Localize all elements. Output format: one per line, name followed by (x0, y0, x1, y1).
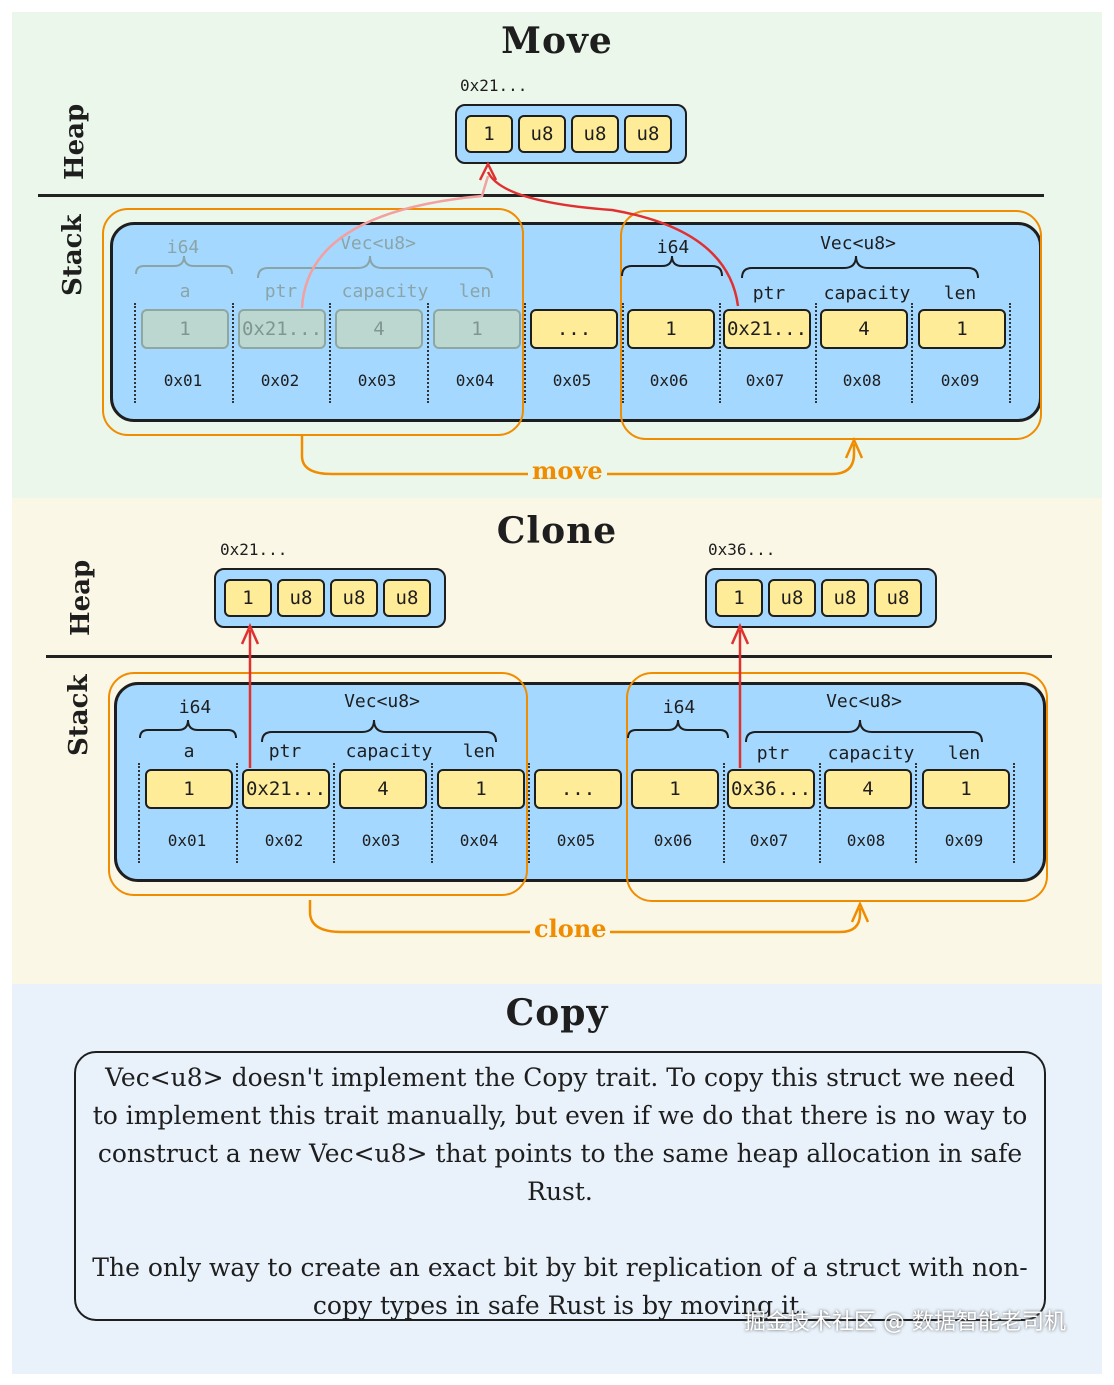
stack-cell-moved-from: 4 (335, 309, 423, 349)
field-label: capacity (823, 283, 911, 304)
address-label: 0x01 (167, 831, 207, 850)
field-label: ptr (752, 283, 786, 304)
copy-title: Copy (505, 992, 609, 1034)
heap-allocation-clone: 1 u8 u8 u8 (705, 568, 937, 628)
dest-struct-outline (626, 672, 1048, 902)
copy-paragraph-2: The only way to create an exact bit by b… (92, 1253, 1028, 1320)
stack-cell: 4 (824, 769, 912, 809)
address-label: 0x03 (357, 371, 397, 390)
heap-allocation: 1 u8 u8 u8 (214, 568, 446, 628)
heap-cell: 1 (465, 115, 513, 153)
type-i64-label: i64 (656, 237, 690, 258)
stack-cell: 1 (145, 769, 233, 809)
address-label: 0x06 (653, 831, 693, 850)
move-panel: Move Heap Stack 0x21... 1 u8 u8 u8 i64 V… (12, 12, 1102, 498)
field-label: len (947, 743, 981, 764)
address-label: 0x03 (361, 831, 401, 850)
stack-cell: 0x36... (727, 769, 815, 809)
field-label: len (943, 283, 977, 304)
type-i64-label: i64 (662, 697, 696, 718)
copy-panel: Copy Vec<u8> doesn't implement the Copy … (12, 984, 1102, 1374)
address-label: 0x07 (749, 831, 789, 850)
type-vec-label: Vec<u8> (344, 691, 420, 712)
stack-cell-moved-from: 1 (433, 309, 521, 349)
heap-cell: u8 (768, 579, 816, 617)
stack-cell: 0x21... (242, 769, 330, 809)
stack-cell: ... (534, 769, 622, 809)
type-vec-label: Vec<u8> (820, 233, 896, 254)
heap-cell: u8 (874, 579, 922, 617)
type-vec-label: Vec<u8> (826, 691, 902, 712)
heap-cell: u8 (518, 115, 566, 153)
field-label: ptr (264, 281, 298, 302)
clone-arrows (139, 622, 983, 934)
heap-cell: 1 (715, 579, 763, 617)
source-struct-outline (108, 672, 528, 896)
move-arrow-label: move (528, 456, 607, 485)
field-label: len (462, 741, 496, 762)
heap-stack-divider (46, 655, 1052, 658)
field-label: capacity (827, 743, 915, 764)
heap-address: 0x21... (220, 540, 288, 559)
heap-cell: u8 (624, 115, 672, 153)
address-label: 0x02 (264, 831, 304, 850)
type-i64-label: i64 (178, 697, 212, 718)
move-arrows (135, 161, 979, 476)
dest-struct-outline (620, 210, 1042, 440)
heap-address: 0x36... (708, 540, 776, 559)
address-label: 0x09 (940, 371, 980, 390)
stack-cell: 1 (627, 309, 715, 349)
address-label: 0x05 (556, 831, 596, 850)
address-label: 0x04 (455, 371, 495, 390)
heap-cell: u8 (383, 579, 431, 617)
stack-frame: i64 Vec<u8> a ptr capacity len 1 0x21...… (114, 682, 1046, 882)
address-label: 0x08 (842, 371, 882, 390)
field-label: ptr (268, 741, 302, 762)
stack-cell: 4 (820, 309, 908, 349)
source-struct-outline (102, 208, 524, 436)
stack-cell: 1 (918, 309, 1006, 349)
field-label: ptr (756, 743, 790, 764)
field-label: capacity (341, 281, 429, 302)
heap-cell: u8 (277, 579, 325, 617)
stack-frame: i64 Vec<u8> a ptr capacity len 1 0x21...… (110, 222, 1042, 422)
address-label: 0x02 (260, 371, 300, 390)
copy-paragraph-1: Vec<u8> doesn't implement the Copy trait… (92, 1063, 1028, 1206)
stack-cell: 1 (437, 769, 525, 809)
heap-stack-divider (38, 194, 1044, 197)
clone-panel: Clone Heap Stack 0x21... 1 u8 u8 u8 0x36… (12, 498, 1102, 984)
field-label: a (179, 281, 191, 302)
watermark: 掘金技术社区 @ 数据智能老司机 (744, 1310, 1066, 1335)
address-label: 0x05 (552, 371, 592, 390)
heap-cell: 1 (224, 579, 272, 617)
copy-explanation: Vec<u8> doesn't implement the Copy trait… (74, 1051, 1046, 1321)
stack-cell: 0x21... (723, 309, 811, 349)
field-label: capacity (345, 741, 433, 762)
clone-title: Clone (496, 510, 618, 552)
heap-cell: u8 (330, 579, 378, 617)
heap-allocation: 1 u8 u8 u8 (455, 104, 687, 164)
stack-cell: 1 (922, 769, 1010, 809)
stack-cell: 1 (631, 769, 719, 809)
address-label: 0x08 (846, 831, 886, 850)
stack-cell-moved-from: 0x21... (238, 309, 326, 349)
address-label: 0x07 (745, 371, 785, 390)
move-title: Move (501, 20, 613, 62)
stack-cell: 4 (339, 769, 427, 809)
heap-cell: u8 (571, 115, 619, 153)
clone-arrow-label: clone (530, 914, 611, 943)
field-label: len (458, 281, 492, 302)
stack-cell-moved-from: 1 (141, 309, 229, 349)
address-label: 0x09 (944, 831, 984, 850)
stack-cell: ... (530, 309, 618, 349)
address-label: 0x06 (649, 371, 689, 390)
heap-cell: u8 (821, 579, 869, 617)
field-label: a (183, 741, 195, 762)
type-vec-label: Vec<u8> (340, 233, 416, 254)
heap-address: 0x21... (460, 76, 528, 95)
type-i64-label: i64 (166, 237, 200, 258)
address-label: 0x01 (163, 371, 203, 390)
address-label: 0x04 (459, 831, 499, 850)
